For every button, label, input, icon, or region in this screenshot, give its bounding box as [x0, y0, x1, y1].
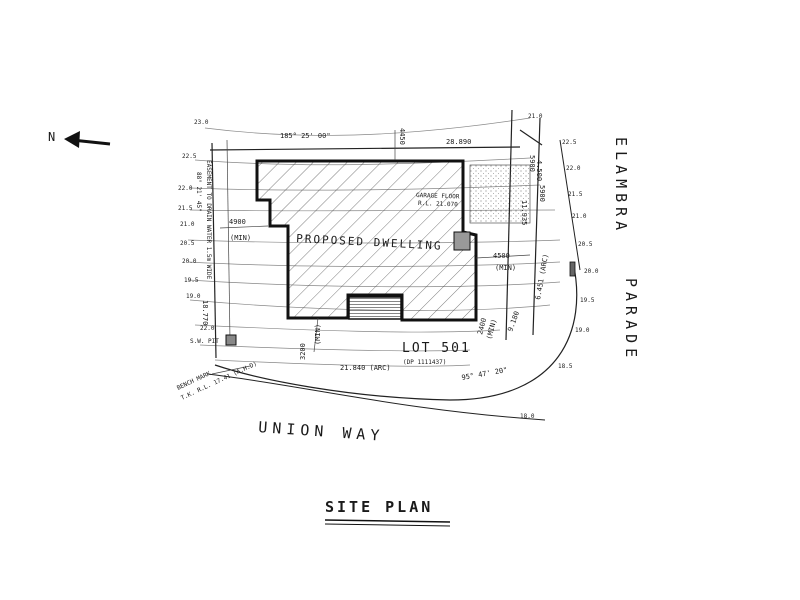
spot-level: 21.0 [528, 113, 543, 120]
spot-level: 21.5 [178, 205, 193, 212]
south-bearing: 95° 47' 20" [461, 366, 508, 382]
north-bearing: 185° 25' 00" [280, 132, 331, 140]
spot-level: 18.5 [558, 363, 573, 370]
south-arc: 21.840 (ARC) [340, 364, 391, 372]
lot-name: LOT 501 [402, 341, 471, 356]
north-arrow: N [48, 130, 111, 148]
spot-level: 21.0 [180, 221, 195, 228]
spot-level: 18.0 [520, 413, 535, 420]
lot-boundary [207, 109, 581, 421]
spot-level: 20.5 [578, 241, 593, 248]
garage-floor-label: GARAGE FLOOR [416, 192, 460, 201]
spot-level: 21.5 [568, 191, 583, 198]
spot-level: 19.5 [184, 277, 199, 284]
setback-south-min: (MIN) [314, 324, 322, 345]
lot-plan: (DP 1111437) [403, 359, 446, 366]
drawing-title: SITE PLAN [324, 498, 451, 527]
spot-level: 22.5 [562, 139, 577, 146]
spot-level: 19.5 [580, 297, 595, 304]
setback-garage: 5900 [528, 155, 536, 172]
setback-garage-2: 5900 [538, 185, 546, 202]
setback-east: 4500 [493, 252, 510, 260]
spot-level: 22.5 [182, 153, 197, 160]
easement-bearing: 88° 21' 45" [195, 172, 202, 212]
spot-level: 20.0 [584, 268, 599, 275]
easement: EASEMENT TO DRAIN WATER 1.5m WIDE 88° 21… [195, 139, 231, 341]
pit-label: S.W. PIT [190, 338, 219, 345]
north-arrow-icon [64, 131, 80, 148]
road-marker [569, 261, 576, 277]
north-length: 28.890 [446, 138, 471, 146]
benchmark: BENCH MARK T.K. R.L. 17.41 (A.H.D) [176, 360, 258, 401]
stormwater-pit: S.W. PIT 22.0 [190, 325, 237, 346]
driveway [469, 164, 531, 224]
east-length-1: 9.180 [506, 310, 521, 333]
garage-rl-label: R.L. 21.070 [418, 200, 458, 208]
setback-west: 4900 [229, 218, 246, 226]
pit-rl: 22.0 [200, 325, 215, 332]
spot-level: 20.0 [182, 258, 197, 265]
setback-north: 4450 [398, 128, 406, 145]
north-label: N [48, 130, 55, 144]
street-elambra: ELAMBRA [612, 137, 630, 235]
setback-south: 3200 [299, 343, 307, 360]
spot-level: 20.5 [180, 240, 195, 247]
east-arc: 6.451 (ARC) [534, 253, 550, 300]
title: SITE PLAN [325, 498, 433, 516]
setback-west-min: (MIN) [230, 234, 251, 242]
spot-level: 22.0 [566, 165, 581, 172]
west-length: 18.770 [201, 300, 209, 325]
proposed-dwelling: PROPOSED DWELLING GARAGE FLOOR R.L. 21.0… [255, 159, 478, 322]
east-short: 4.500 [535, 160, 543, 181]
setback-east-min: (MIN) [495, 264, 516, 272]
street-union-way: UNION WAY [258, 418, 385, 445]
water-tank [453, 231, 471, 251]
east-top: 11.935 [520, 200, 528, 225]
spot-level: 23.0 [194, 119, 209, 126]
deck [348, 296, 402, 320]
spot-level: 19.0 [186, 293, 201, 300]
spot-level: 21.0 [572, 213, 587, 220]
spot-levels: 23.0 22.5 22.0 21.5 21.0 20.5 20.0 19.5 … [178, 113, 599, 420]
spot-level: 22.0 [178, 185, 193, 192]
easement-text: EASEMENT TO DRAIN WATER 1.5m WIDE [205, 160, 212, 280]
street-parade: PARADE [622, 278, 640, 362]
spot-level: 19.0 [575, 327, 590, 334]
